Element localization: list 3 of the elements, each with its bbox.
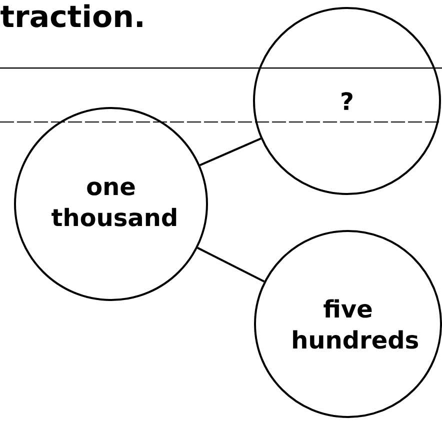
heading-text: traction. [0,4,142,28]
connector-line [200,138,262,166]
connector-line [197,246,265,282]
